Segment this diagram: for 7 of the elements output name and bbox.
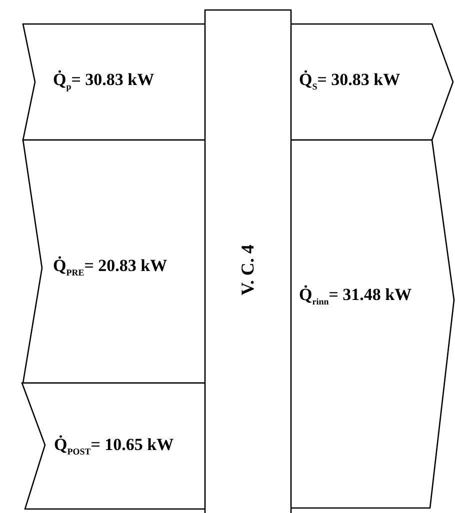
- heat-rate-label: Q̇$_{p}$= 30.83 kW: [53, 70, 154, 92]
- notched-inflow-band: [20, 383, 206, 509]
- heat-rate-label: Q̇$_{PRE}$= 20.83 kW: [53, 256, 168, 278]
- heat-rate-label: Q̇$_{POST}$= 10.65 kW: [54, 435, 174, 456]
- heat-rate-label: Q̇$_{rinn}$= 31.48 kW: [299, 285, 412, 306]
- volume-label: V. C. 4: [238, 244, 258, 296]
- heat-rate-label: Q̇$_{S}$= 30.83 kW: [299, 70, 400, 92]
